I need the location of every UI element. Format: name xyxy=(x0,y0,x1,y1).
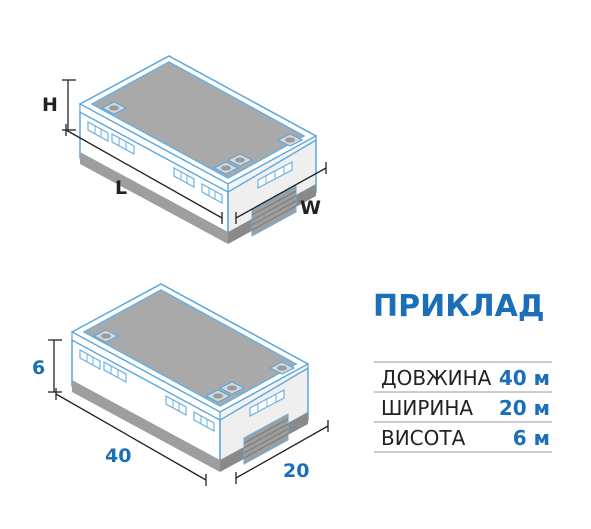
dimension-lines-2 xyxy=(48,339,329,486)
length-label-1: L xyxy=(115,177,127,199)
height-label-1: H xyxy=(42,94,58,116)
width-label-1: W xyxy=(300,197,321,219)
row-label-height: ВИСОТА xyxy=(381,426,466,450)
height-label-2: 6 xyxy=(32,357,45,379)
row-label-width: ШИРИНА xyxy=(381,396,473,420)
row-label-length: ДОВЖИНА xyxy=(381,366,492,390)
building-illustration-1 xyxy=(79,55,317,245)
row-value-length: 40 м xyxy=(499,366,550,390)
row-value-width: 20 м xyxy=(499,396,550,420)
building-illustration-2 xyxy=(71,283,309,473)
dimension-lines-1 xyxy=(62,79,327,224)
row-value-height: 6 м xyxy=(513,426,550,450)
example-table xyxy=(374,361,552,453)
length-label-2: 40 xyxy=(105,445,131,467)
width-label-2: 20 xyxy=(283,460,309,482)
example-title: ПРИКЛАД xyxy=(373,289,545,324)
